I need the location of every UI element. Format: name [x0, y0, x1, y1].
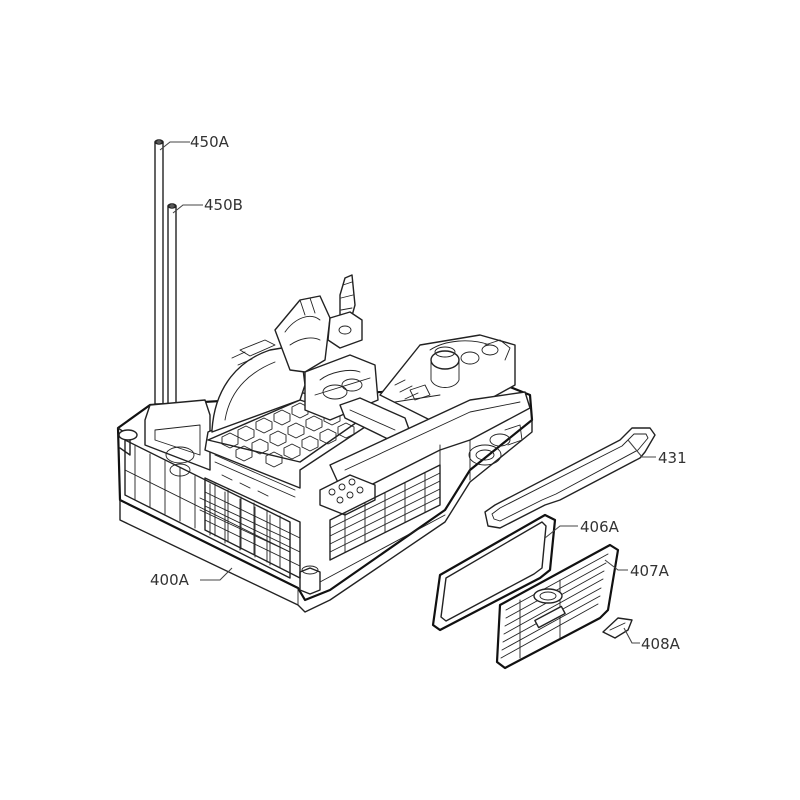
callout-406a: 406A: [580, 518, 620, 536]
callout-408a: 408A: [641, 635, 681, 653]
part-431-gasket: [484, 427, 656, 529]
callout-labels: 450A 450B 431 406A 407A 400A 408A: [150, 133, 687, 653]
callout-431: 431: [658, 449, 687, 467]
part-407a-door-panel: [495, 543, 620, 670]
callout-450a: 450A: [190, 133, 230, 151]
honeycomb-pattern: [221, 402, 355, 468]
callout-400a: 400A: [150, 571, 190, 589]
callout-407a: 407A: [630, 562, 670, 580]
leader-450b: [172, 204, 203, 214]
callout-450b: 450B: [204, 196, 243, 214]
leader-407a: [604, 559, 628, 571]
part-408a-clip: [602, 617, 633, 639]
leader-lines: [159, 141, 656, 644]
leader-408a: [623, 627, 640, 644]
leader-406a: [544, 525, 578, 539]
part-450b-rod: [167, 203, 177, 405]
part-450a-rod: [154, 139, 164, 405]
leader-400a: [200, 567, 233, 581]
part-400a-base-assembly: [116, 274, 534, 613]
leader-450a: [159, 141, 190, 151]
part-406a-frame: [431, 513, 557, 632]
leader-431: [627, 439, 656, 458]
